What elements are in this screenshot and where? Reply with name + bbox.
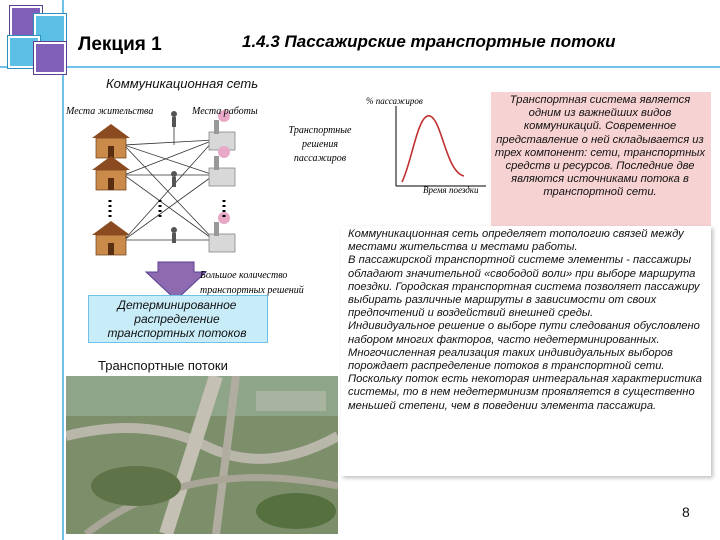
network-diagram [92,110,236,300]
decisions-label: Транспортные решения пассажиров [288,125,352,164]
house-icon [92,156,130,191]
main-text-p2: В пассажирской транспортной системе элем… [348,254,700,320]
factory-icon [208,146,236,187]
flows-label: Транспортные потоки [98,358,228,373]
main-text-p4: Поскольку поток есть некоторая интеграль… [348,373,702,412]
factory-icon [208,212,236,253]
logo-square-4 [34,42,66,74]
lecture-title: Лекция 1 [78,34,162,55]
page-number: 8 [682,504,690,520]
network-links [123,120,215,241]
main-text-p3: Индивидуальное решение о выборе пути сле… [348,320,700,373]
main-text-box [341,226,711,476]
main-text: Коммуникационная сеть определяет тополог… [348,228,702,413]
transport-system-box [491,92,711,230]
ellipsis-dots [108,200,226,218]
graph-y-label: % пассажиров [366,96,423,106]
many-decisions-label: Большое количество транспортных решений [200,270,304,296]
highway-interchange-photo [66,376,338,534]
page-title: 1.4.3 Пассажирские транспортные потоки [242,32,616,51]
work-label: Места работы [192,106,258,117]
house-icon [92,221,130,256]
down-arrow-icon [144,261,208,300]
distribution-graph [395,106,486,187]
determined-distribution-box [88,295,268,343]
transport-system-text: Транспортная система является одним из в… [494,94,706,199]
person-icon [171,111,177,243]
factory-icon [208,110,236,151]
left-accent-line [62,0,64,540]
house-icon [92,124,130,159]
header-accent-line [0,66,720,68]
residence-label: Места жительства [66,106,154,117]
main-text-p1: Коммуникационная сеть определяет тополог… [348,228,684,254]
graph-x-label: Время поездки [423,185,479,195]
network-label: Коммуникационная сеть [106,76,259,91]
determined-distribution-text: Детерминированное распределение транспор… [107,298,247,340]
